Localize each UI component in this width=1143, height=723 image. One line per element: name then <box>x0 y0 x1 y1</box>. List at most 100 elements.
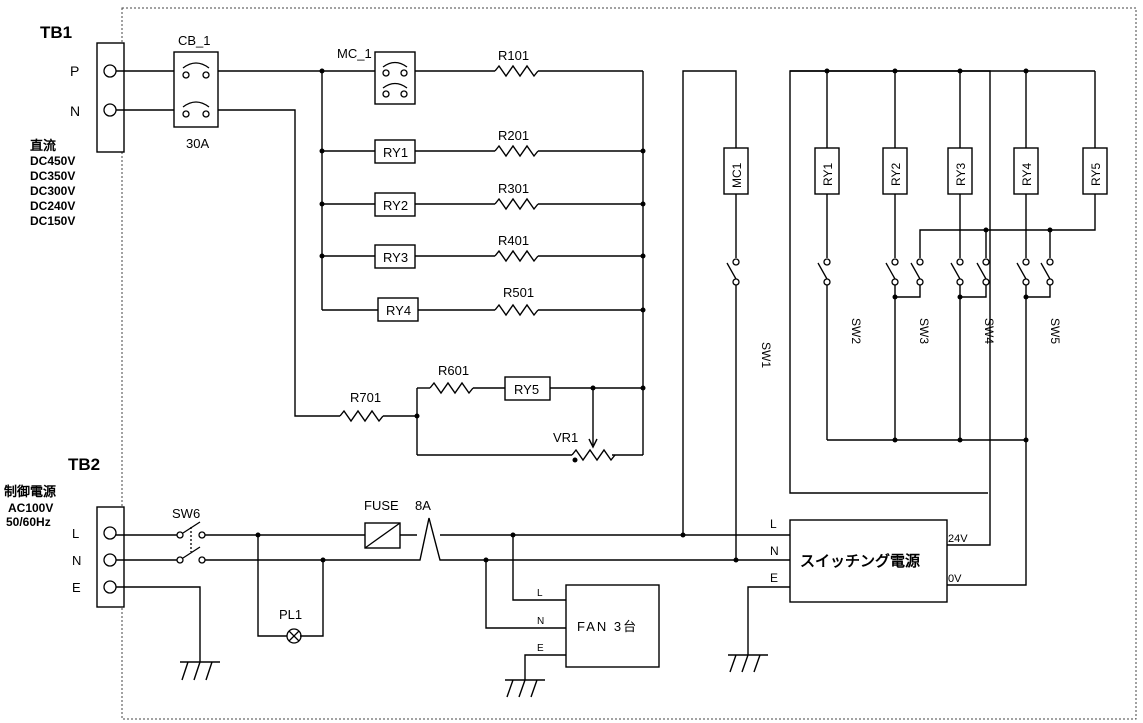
fan-box <box>565 584 660 668</box>
coil-ry4-label: RY4 <box>1020 163 1034 186</box>
tb2-terminal-l <box>103 526 117 540</box>
r201-label: R201 <box>498 128 529 143</box>
sw5-label: SW5 <box>1048 318 1062 344</box>
sw4-label: SW4 <box>982 318 996 344</box>
branch-ry2: RY2 R301 <box>322 181 643 217</box>
vr1-label: VR1 <box>553 430 578 445</box>
junction-dots-dc <box>319 68 646 419</box>
wire-fan-l <box>512 535 566 601</box>
r101-label: R101 <box>498 48 529 63</box>
r301-resistor <box>494 197 539 211</box>
ground-icon-psu <box>728 654 768 673</box>
ry4-box <box>377 297 419 322</box>
sw3-label: SW3 <box>917 318 931 344</box>
sw1-label: SW1 <box>759 342 773 368</box>
tb2-terminal-n-label: N <box>72 553 81 568</box>
fuse-crossover <box>400 517 736 561</box>
ry2-label: RY2 <box>383 198 408 213</box>
mc-label: MC_1 <box>337 46 372 61</box>
coil-ry3-box <box>947 147 973 195</box>
mc-contacts <box>382 61 408 98</box>
dc-source-title: 直流 <box>30 138 56 153</box>
tb2-frequency: 50/60Hz <box>6 515 51 529</box>
vr1-wiper-dot <box>572 457 578 463</box>
coil-ry1-label: RY1 <box>821 163 835 186</box>
dc-voltage-150: DC150V <box>30 214 75 228</box>
wire-switch-pairs <box>894 285 1051 298</box>
branch-ry1: RY1 R201 <box>322 128 643 164</box>
dc-voltage-300: DC300V <box>30 184 75 198</box>
tb2-terminal-e-label: E <box>72 580 81 595</box>
sw2-label: SW2 <box>849 318 863 344</box>
wire-fan-e <box>524 654 566 680</box>
fan-terminal-n: N <box>537 616 544 627</box>
r601-resistor <box>429 381 474 395</box>
r201-resistor <box>494 144 539 158</box>
psu-out-24v: 24V <box>948 533 968 545</box>
coil-ry5-label: RY5 <box>1089 163 1103 186</box>
ry1-box <box>374 139 416 164</box>
cb-rating: 30A <box>186 136 209 151</box>
ry1-label: RY1 <box>383 145 408 160</box>
interlock-dots <box>983 227 1053 233</box>
switch-contacts <box>817 258 1054 286</box>
ry4-label: RY4 <box>386 303 411 318</box>
fuse-label: FUSE <box>364 498 399 513</box>
ry3-box <box>374 244 416 269</box>
dc-voltage-450: DC450V <box>30 154 75 168</box>
r401-label: R401 <box>498 233 529 248</box>
wire-switch-downlegs <box>826 285 1027 586</box>
tb1-terminal-n-label: N <box>70 103 80 119</box>
wire-psu-e <box>747 586 790 655</box>
tb2-block <box>96 506 125 608</box>
wire-coil-bottoms <box>826 194 1096 258</box>
wire-interlock-branches <box>985 230 1051 258</box>
tb2-label: TB2 <box>68 455 100 474</box>
vr1-arrow <box>588 438 598 449</box>
branch-ry4: RY4 R501 <box>322 285 643 322</box>
coil-ry2-box <box>882 147 908 195</box>
wire-fan-n <box>485 560 566 629</box>
sw6-contacts <box>176 521 206 564</box>
wire-tb2-e <box>116 586 201 662</box>
psu-input-n: N <box>770 544 779 558</box>
switch-junction-dots <box>892 294 1029 443</box>
pl1-lamp-icon <box>286 628 302 644</box>
r401-resistor <box>494 249 539 263</box>
branch-ry3: RY3 R401 <box>322 233 643 269</box>
wire-l-riser <box>682 70 737 535</box>
ry3-label: RY3 <box>383 250 408 265</box>
dc-voltage-240: DC240V <box>30 199 75 213</box>
relay-coils: RY1 RY2 RY3 RY4 RY5 <box>814 68 1108 195</box>
mc-box <box>374 51 416 105</box>
pl1-label: PL1 <box>279 607 302 622</box>
mc1-coil-box <box>723 147 749 195</box>
tb2-voltage: AC100V <box>8 501 53 515</box>
r701-resistor <box>339 409 384 423</box>
psu-label: スイッチング電源 <box>800 552 920 570</box>
fan-terminal-l: L <box>537 588 543 599</box>
r101-resistor <box>494 64 539 78</box>
ry2-box <box>374 192 416 217</box>
fuse-rating: 8A <box>415 498 431 513</box>
cb-label: CB_1 <box>178 33 211 48</box>
r501-label: R501 <box>503 285 534 300</box>
cb-contacts <box>182 62 210 118</box>
mc1-coil-label: MC1 <box>730 162 744 188</box>
tb2-title: 制御電源 <box>4 484 56 499</box>
psu-box <box>789 519 948 603</box>
ground-icon-fan <box>505 679 545 698</box>
psu-out-0v: 0V <box>948 573 962 585</box>
r601-label: R601 <box>438 363 469 378</box>
ground-icon-tb2 <box>180 661 220 681</box>
tb1-block <box>96 42 125 153</box>
tb1-label: TB1 <box>40 23 72 42</box>
ry5-label: RY5 <box>514 382 539 397</box>
tb2-terminal-l-label: L <box>72 526 79 541</box>
enclosure-border <box>121 7 1137 720</box>
r501-resistor <box>494 303 539 317</box>
dc-voltage-350: DC350V <box>30 169 75 183</box>
coil-ry3-label: RY3 <box>954 163 968 186</box>
cb-box <box>173 51 219 128</box>
